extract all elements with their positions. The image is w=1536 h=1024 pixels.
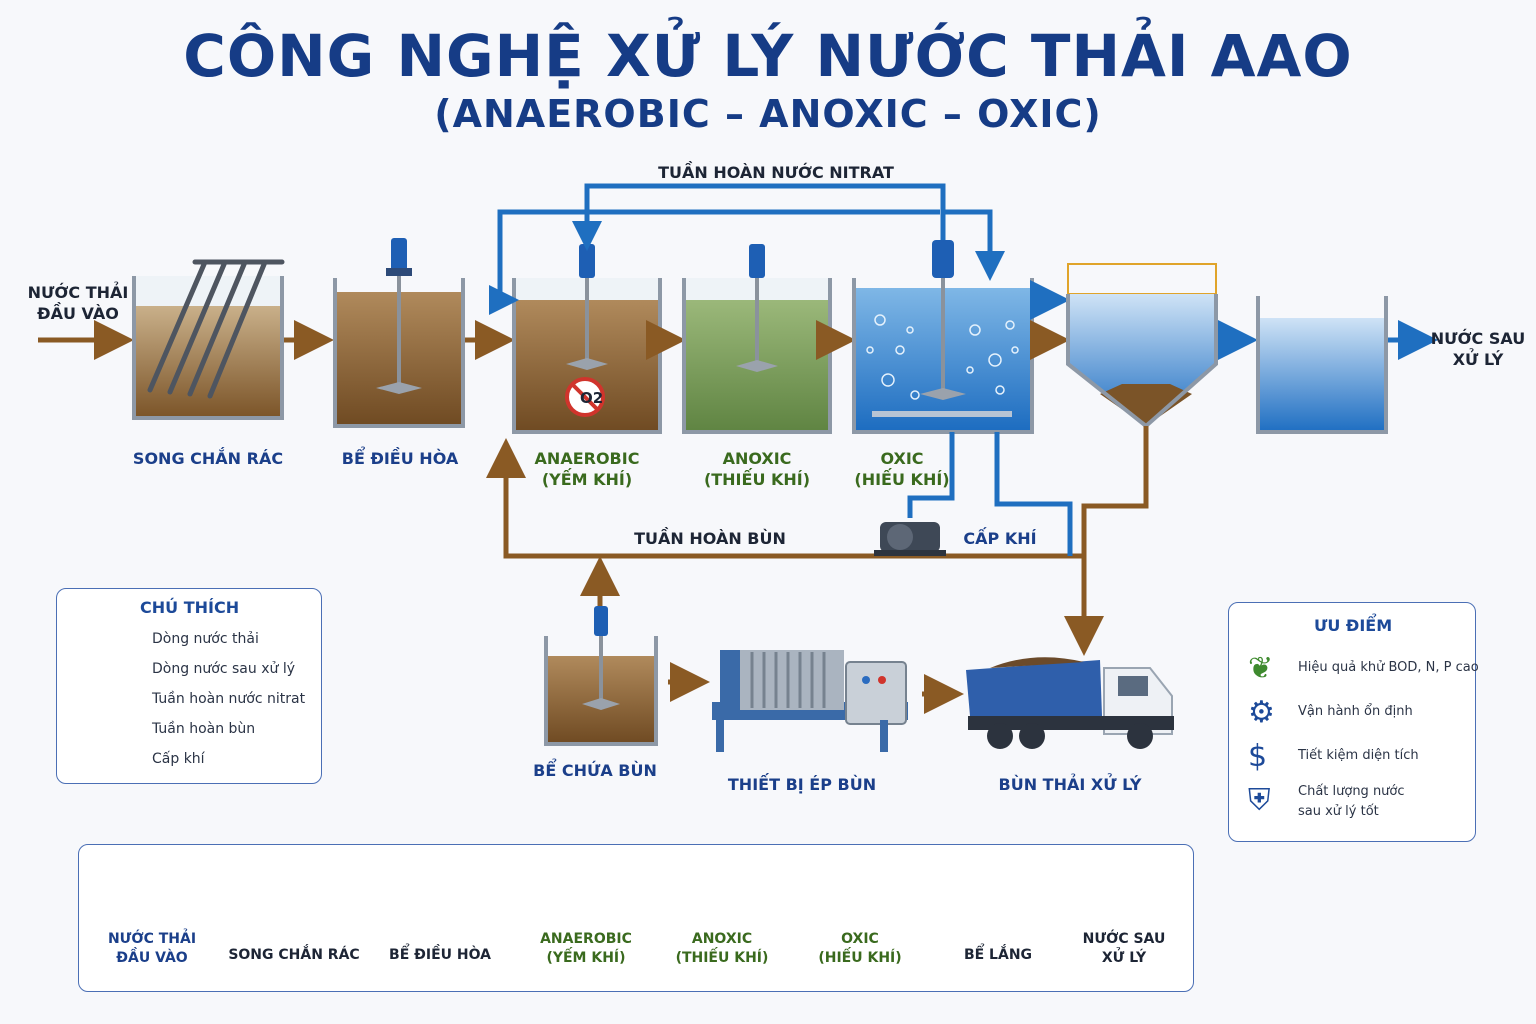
summary-step-label: NƯỚC SAU XỬ LÝ — [1082, 931, 1166, 966]
anoxic-label: ANOXIC (THIẾU KHÍ) — [703, 449, 811, 489]
summary-flow-box — [78, 844, 1194, 992]
summary-step-label: OXIC (HIẾU KHÍ) — [818, 931, 902, 966]
sludge-recycle-line — [486, 426, 1149, 559]
anoxic-tank — [682, 244, 832, 434]
screen-tank — [132, 259, 285, 420]
anaerobic-tank: O2 — [512, 244, 662, 434]
legend-title: CHÚ THÍCH — [140, 598, 240, 617]
advantage-label: Chất lượng nước sau xử lý tốt — [1298, 784, 1405, 819]
advantages-title: ƯU ĐIỂM — [1314, 616, 1393, 635]
sludge-recycle-label: TUẦN HOÀN BÙN — [634, 529, 786, 548]
nitrate-recycle-line-2 — [489, 209, 940, 315]
dump-truck-icon — [966, 657, 1174, 749]
legend-item-label: Dòng nước sau xử lý — [152, 661, 295, 677]
sludge-disposal-label: BÙN THẢI XỬ LÝ — [998, 775, 1142, 794]
leaf-icon: ❦ — [1248, 651, 1274, 686]
outlet-label: NƯỚC SAU XỬ LÝ — [1430, 329, 1526, 369]
oxic-tank — [852, 240, 1034, 434]
air-line-2 — [994, 432, 1073, 556]
advantage-label: Hiệu quả khử BOD, N, P cao — [1298, 660, 1479, 675]
inlet-label: NƯỚC THẢI ĐẦU VÀO — [27, 283, 129, 323]
filter-press-icon — [712, 650, 908, 752]
summary-step-label: ANOXIC (THIẾU KHÍ) — [675, 931, 769, 966]
dollar-icon: $ — [1248, 739, 1268, 774]
summary-step-label: BỂ LẮNG — [963, 947, 1033, 963]
sludge-tank-label: BỂ CHỨA BÙN — [533, 761, 657, 780]
anaerobic-label: ANAEROBIC (YẾM KHÍ) — [534, 449, 640, 489]
air-line-1 — [907, 432, 955, 518]
advantage-label: Tiết kiệm diện tích — [1298, 748, 1419, 763]
air-supply-label: CẤP KHÍ — [963, 529, 1037, 548]
shield-icon: ⛨ — [1248, 783, 1271, 818]
legend-item-label: Dòng nước thải — [152, 631, 259, 647]
equalization-label: BỂ ĐIỀU HÒA — [341, 449, 459, 468]
oxic-label: OXIC (HIẾU KHÍ) — [854, 449, 950, 489]
o2-symbol: O2 — [580, 389, 603, 407]
screen-label: SONG CHẮN RÁC — [132, 449, 284, 468]
summary-step-label: NƯỚC THẢI ĐẦU VÀO — [107, 931, 197, 966]
gear-icon: ⚙ — [1248, 695, 1275, 730]
clean-water-tank — [1256, 296, 1388, 434]
settling-tank — [1066, 263, 1218, 429]
sludge-holding-tank — [544, 606, 658, 746]
page-title: CÔNG NGHỆ XỬ LÝ NƯỚC THẢI AAO — [183, 22, 1353, 90]
equalization-tank — [333, 238, 465, 428]
nitrate-recycle-line-1 — [572, 183, 946, 251]
legend-item-label: Tuần hoàn nước nitrat — [152, 691, 306, 707]
blower-icon — [874, 522, 946, 556]
advantage-label: Vận hành ổn định — [1298, 704, 1413, 719]
filter-press-label: THIẾT BỊ ÉP BÙN — [727, 775, 877, 794]
legend-item-label: Tuần hoàn bùn — [152, 721, 256, 737]
summary-step-label: ANAEROBIC (YẾM KHÍ) — [540, 931, 632, 966]
nitrate-recycle-line-3 — [943, 209, 1005, 281]
nitrate-recycle-label: TUẦN HOÀN NƯỚC NITRAT — [658, 163, 894, 182]
summary-step-label: SONG CHẮN RÁC — [228, 947, 360, 963]
summary-step-label: BỂ ĐIỀU HÒA — [389, 947, 491, 963]
page-subtitle: (ANAEROBIC – ANOXIC – OXIC) — [434, 92, 1102, 136]
legend-box — [56, 588, 322, 784]
legend-item-label: Cấp khí — [152, 751, 205, 767]
advantages-box — [1228, 602, 1476, 842]
